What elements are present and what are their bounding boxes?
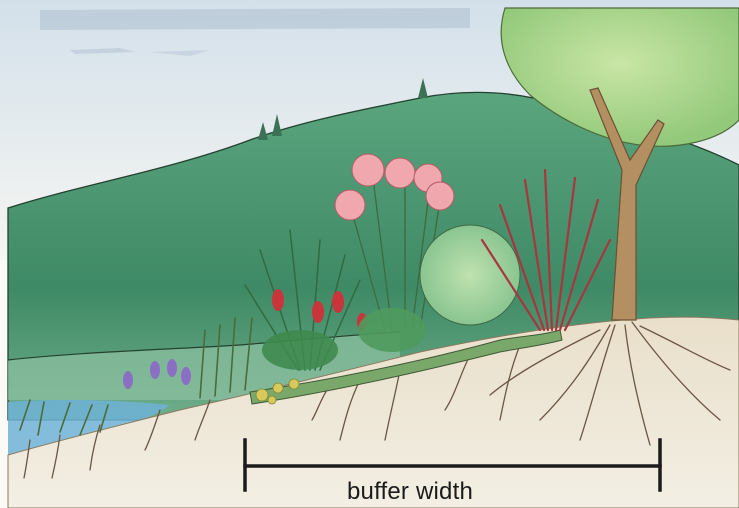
sky-cloud-band bbox=[40, 8, 470, 30]
green-bush bbox=[262, 330, 338, 370]
green-bush bbox=[358, 308, 426, 352]
buffer-width-label: buffer width bbox=[300, 478, 520, 506]
